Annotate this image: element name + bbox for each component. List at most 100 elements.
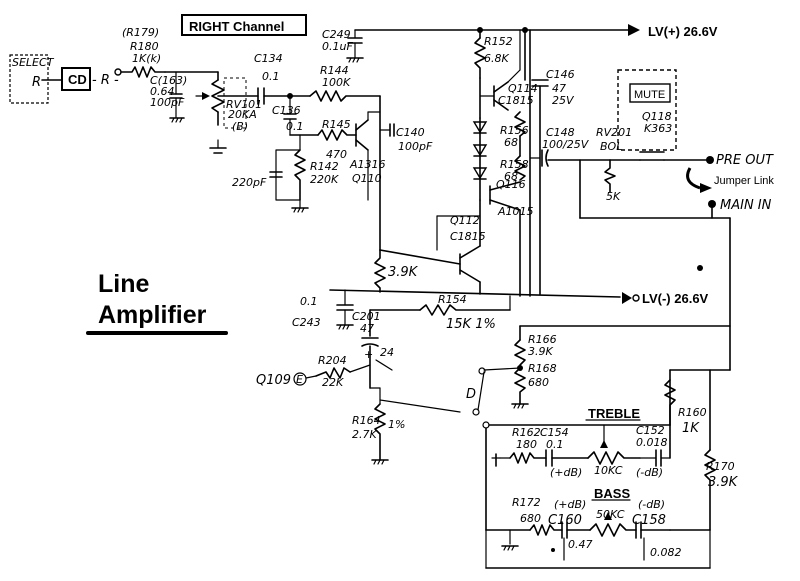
select-box: [9, 54, 49, 104]
r5k-resistor: [604, 159, 616, 193]
ground-icon: [346, 57, 364, 63]
r180-resistor: [120, 66, 166, 78]
q110-type: A1316: [349, 158, 386, 171]
r160-label: R160: [678, 406, 707, 419]
ground-icon: [291, 199, 309, 213]
positive-rail-arrow: [628, 24, 640, 36]
treble-minus-db: (-dB): [636, 466, 663, 479]
r170-label: R170: [706, 460, 735, 473]
c152-label: C152: [636, 424, 665, 437]
c140-label: C140: [396, 126, 425, 139]
treble-wiper-arrow: [600, 440, 608, 448]
q118-label: Q118: [642, 110, 672, 123]
c146-label: C146: [546, 68, 575, 81]
c201-label: C201: [352, 310, 381, 323]
bass-pot: [589, 523, 637, 537]
d-label: D: [466, 387, 476, 402]
pot50k-label: 50KC: [596, 508, 625, 521]
ground-icon: [209, 139, 227, 154]
ground-icon: [371, 459, 389, 465]
r158-resistor: [514, 155, 526, 181]
c134-label: C134: [254, 52, 283, 65]
rv101-b: (B): [232, 120, 248, 133]
ground-icon: [501, 545, 519, 551]
r160-value: 1K: [682, 421, 700, 436]
c146-value: 47: [552, 82, 566, 95]
c154-value: 0.1: [546, 438, 564, 451]
r204-resistor: [315, 367, 351, 379]
r144-resistor: [309, 90, 381, 102]
rv101-label: RV101: [226, 98, 262, 111]
q114-emitter: [493, 99, 509, 111]
r168-value: 680: [528, 376, 549, 389]
q116-emitter: [489, 181, 521, 191]
ground-icon: [511, 403, 529, 409]
r170-value: 3.9K: [708, 475, 739, 490]
r166-resistor: [514, 339, 526, 366]
selector-wire: [379, 399, 461, 413]
r158-label: R158: [500, 158, 529, 171]
r172-value: 680: [520, 512, 541, 525]
r162-label: R162: [512, 426, 541, 439]
r204-label: R204: [318, 354, 347, 367]
r180-value: 1K(k): [132, 52, 161, 65]
rv101-value: 20KA: [228, 108, 257, 121]
q116-label: Q116: [496, 178, 526, 191]
r158-value: 68: [504, 170, 518, 183]
q114-collector: [493, 81, 509, 93]
r152-label: R152: [484, 35, 513, 48]
r39k-resistor: [374, 249, 386, 293]
r145-value: 470: [326, 148, 347, 161]
bass-label: BASS: [594, 486, 630, 501]
q109-emitter-circle: [293, 372, 307, 386]
c148-label: C148: [546, 126, 575, 139]
c160-label: C160: [548, 513, 582, 528]
r172-label: R172: [512, 496, 541, 509]
q110-emitter: [355, 139, 369, 151]
c134-value: 0.1: [262, 70, 280, 83]
r144-value: 100K: [322, 76, 351, 89]
jumper-arrow: [700, 183, 712, 193]
cd-box: [61, 67, 91, 91]
r179-label: (R179): [122, 26, 159, 39]
r164-percent: 1%: [388, 418, 405, 431]
negative-rail-wire: [329, 289, 621, 298]
jumper-link: [686, 167, 701, 190]
r154-resistor: [419, 304, 511, 316]
ground-icon: [491, 453, 501, 467]
rv201-value: BOL: [600, 140, 622, 153]
r5k-label: 5K: [606, 190, 621, 203]
r144-label: R144: [320, 64, 349, 77]
treble-label: TREBLE: [588, 406, 640, 421]
pre-out-terminal: [706, 156, 714, 164]
q109-label: Q109: [256, 373, 291, 388]
c243-value: 0.1: [300, 295, 318, 308]
c100pf-label: 100pF: [150, 96, 185, 109]
ground-icon: [336, 324, 354, 330]
r162-resistor: [509, 452, 547, 464]
r145-label: R145: [322, 118, 351, 131]
node-dot: [697, 265, 703, 271]
r156-label: R156: [500, 124, 529, 137]
q112-base: [379, 249, 461, 265]
positive-rail-label: LV(+) 26.6V: [648, 24, 718, 39]
r166-label: R166: [528, 333, 557, 346]
c146-volt: 25V: [552, 94, 575, 107]
switch-terminal: [478, 367, 486, 375]
c201-side-value: 24: [380, 346, 394, 359]
q110-label: Q110: [352, 172, 382, 185]
bass-minus-db: (-dB): [638, 498, 665, 511]
r154-label: R154: [438, 293, 467, 306]
r172-resistor: [529, 524, 563, 536]
select-label: SELECT: [12, 56, 55, 69]
r164-value: 2.7K: [352, 428, 377, 441]
node-dot: [551, 548, 555, 552]
jumper-label: Jumper Link: [714, 175, 774, 187]
heading-line1: Line: [98, 270, 149, 298]
c249-value: 0.1uF: [322, 40, 353, 53]
rv101-pot: [211, 79, 225, 113]
rv201-label: RV201: [596, 126, 632, 139]
r170-resistor: [704, 449, 716, 531]
r39k-label: 3.9K: [388, 265, 419, 280]
